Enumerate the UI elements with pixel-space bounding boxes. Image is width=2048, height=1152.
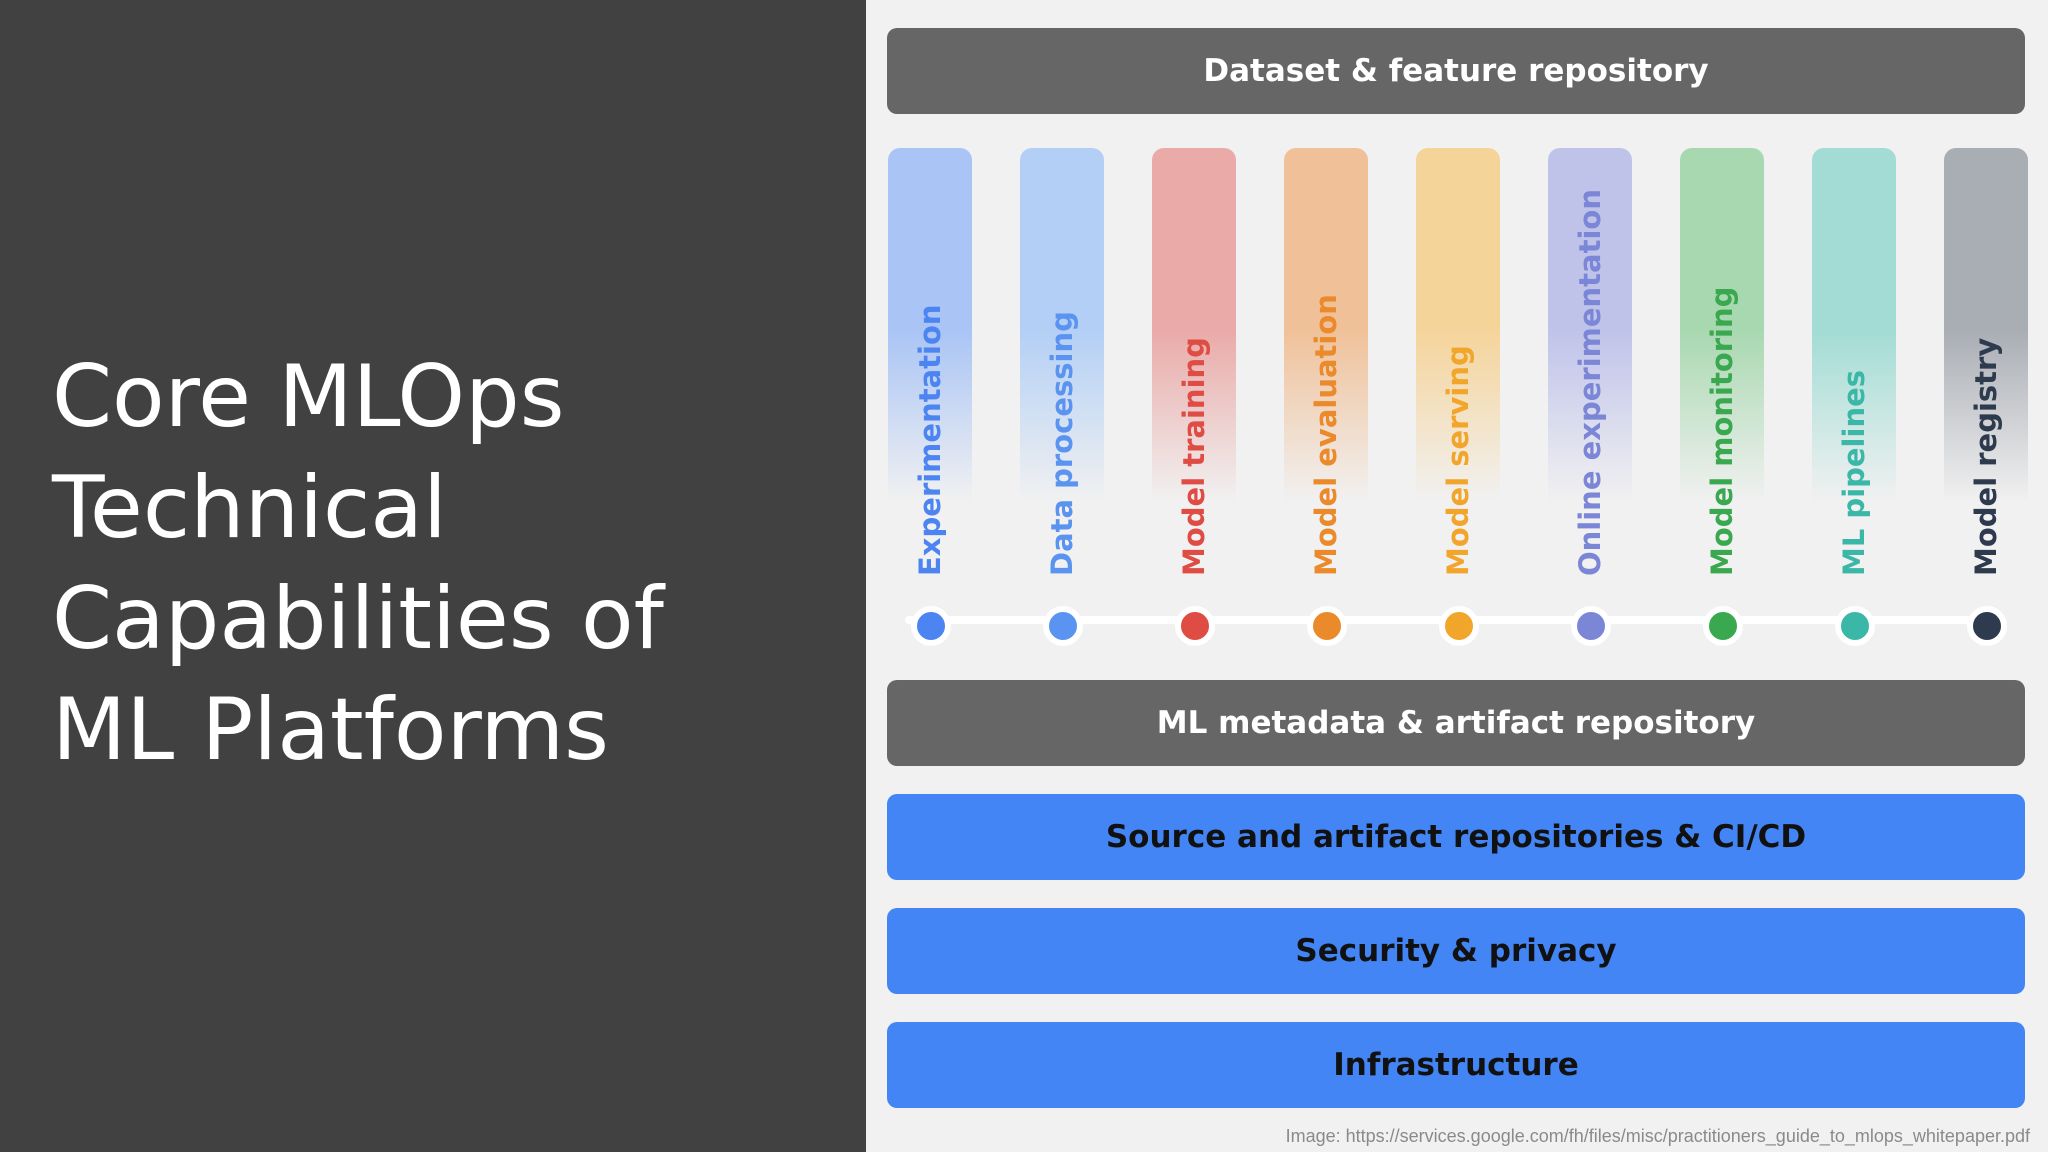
title-panel: Core MLOps Technical Capabilities of ML …	[0, 0, 866, 1152]
pillar-model-training: Model training	[1152, 148, 1236, 580]
timeline-dot-experimentation	[911, 606, 951, 646]
pillar-online-experimentation: Online experimentation	[1548, 148, 1632, 580]
pillar-label: Model registry	[1969, 337, 2003, 576]
title-line: Technical	[52, 458, 447, 558]
timeline-dot-model-training	[1175, 606, 1215, 646]
timeline-dot-online-experimentation	[1571, 606, 1611, 646]
pillar-model-registry: Model registry	[1944, 148, 2028, 580]
pillar-label: Model training	[1177, 337, 1211, 576]
pillar-experimentation: Experimentation	[888, 148, 972, 580]
pillar-label: Data processing	[1045, 311, 1079, 576]
title-line: Capabilities of	[52, 569, 664, 669]
timeline-dot-data-processing	[1043, 606, 1083, 646]
timeline-dot-model-serving	[1439, 606, 1479, 646]
pillar-model-monitoring: Model monitoring	[1680, 148, 1764, 580]
pillar-data-processing: Data processing	[1020, 148, 1104, 580]
pillar-model-evaluation: Model evaluation	[1284, 148, 1368, 580]
pillar-label: Model monitoring	[1705, 286, 1739, 576]
title-line: ML Platforms	[52, 680, 609, 780]
pillar-model-serving: Model serving	[1416, 148, 1500, 580]
slide-title: Core MLOps Technical Capabilities of ML …	[52, 342, 852, 786]
pillar-label: Model serving	[1441, 345, 1475, 576]
security-privacy-bar: Security & privacy	[887, 908, 2025, 994]
pillar-label: Experimentation	[913, 304, 947, 576]
image-credit: Image: https://services.google.com/fh/fi…	[1285, 1126, 2030, 1146]
metadata-artifact-repository-bar: ML metadata & artifact repository	[887, 680, 2025, 766]
pillar-label: Online experimentation	[1573, 189, 1607, 576]
pillar-label: Model evaluation	[1309, 294, 1343, 576]
source-artifact-cicd-bar: Source and artifact repositories & CI/CD	[887, 794, 2025, 880]
infrastructure-bar: Infrastructure	[887, 1022, 2025, 1108]
timeline-dot-model-evaluation	[1307, 606, 1347, 646]
timeline-dot-model-monitoring	[1703, 606, 1743, 646]
dataset-feature-repository-bar: Dataset & feature repository	[887, 28, 2025, 114]
title-line: Core MLOps	[52, 347, 565, 447]
pillar-ml-pipelines: ML pipelines	[1812, 148, 1896, 580]
pillar-label: ML pipelines	[1837, 369, 1871, 576]
timeline-dot-ml-pipelines	[1835, 606, 1875, 646]
timeline-dot-model-registry	[1967, 606, 2007, 646]
